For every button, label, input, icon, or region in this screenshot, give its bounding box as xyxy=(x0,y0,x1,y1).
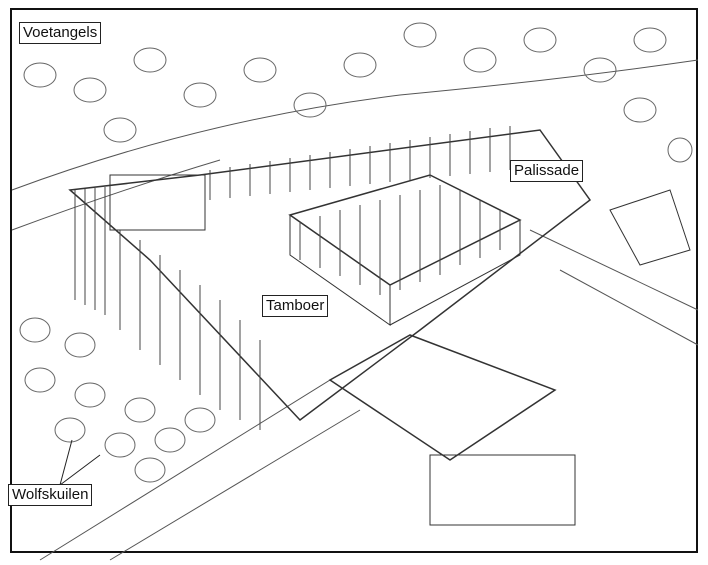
road xyxy=(39,379,361,561)
gatehouse xyxy=(109,174,206,231)
pits-and-caltrops xyxy=(19,22,693,483)
palisade-stakes xyxy=(74,126,511,430)
illustration-frame xyxy=(10,8,698,553)
label-palissade: Palissade xyxy=(510,160,584,182)
label-voetangels: Voetangels xyxy=(19,22,102,44)
label-wolfskuilen: Wolfskuilen xyxy=(8,484,93,506)
ditch-upper-bank xyxy=(11,59,699,191)
bridge xyxy=(328,334,557,461)
right-ditch xyxy=(529,229,699,346)
wolfskuilen-pointer xyxy=(59,439,101,486)
inner-redoubt xyxy=(288,174,522,286)
bridge-pier xyxy=(429,454,576,526)
right-stairs xyxy=(609,189,691,266)
label-tamboer: Tamboer xyxy=(262,295,329,317)
ditch-lower-bank xyxy=(11,159,221,231)
outer-palisade xyxy=(68,129,592,422)
